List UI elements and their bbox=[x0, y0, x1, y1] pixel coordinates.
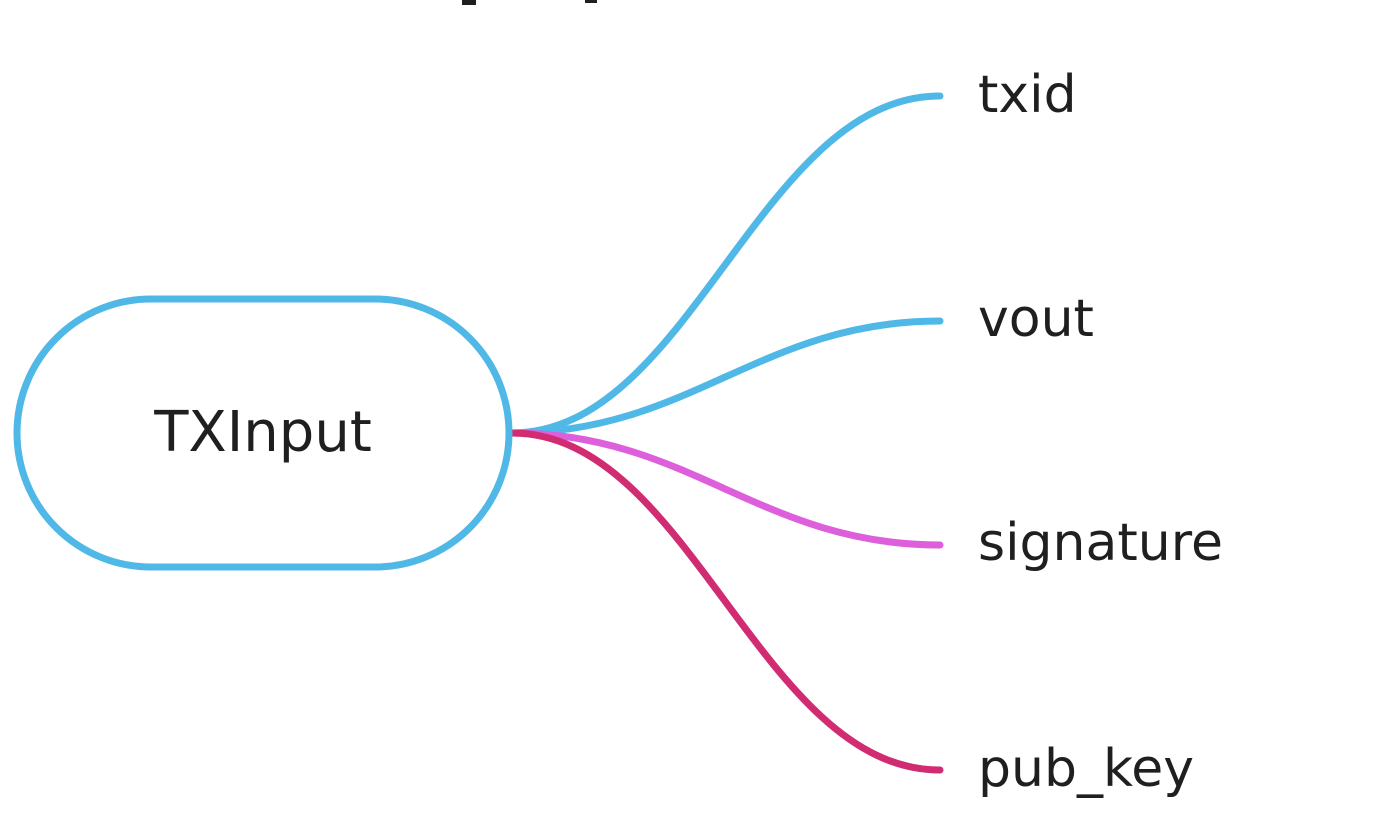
root-node-label: TXInput bbox=[153, 400, 372, 465]
branch-label-txid: txid bbox=[978, 65, 1077, 125]
connector-signature bbox=[508, 429, 944, 549]
connector-txid bbox=[508, 92, 944, 437]
connector-pub-key bbox=[508, 429, 944, 774]
root-node-pill bbox=[13, 295, 513, 571]
cropped-text-fragment bbox=[585, 0, 597, 3]
branch-label-signature: signature bbox=[978, 513, 1223, 573]
branch-label-vout: vout bbox=[978, 289, 1094, 349]
branch-label-pub-key: pub_key bbox=[978, 739, 1194, 799]
cropped-text-fragment bbox=[462, 0, 476, 5]
connector-vout bbox=[508, 317, 944, 437]
